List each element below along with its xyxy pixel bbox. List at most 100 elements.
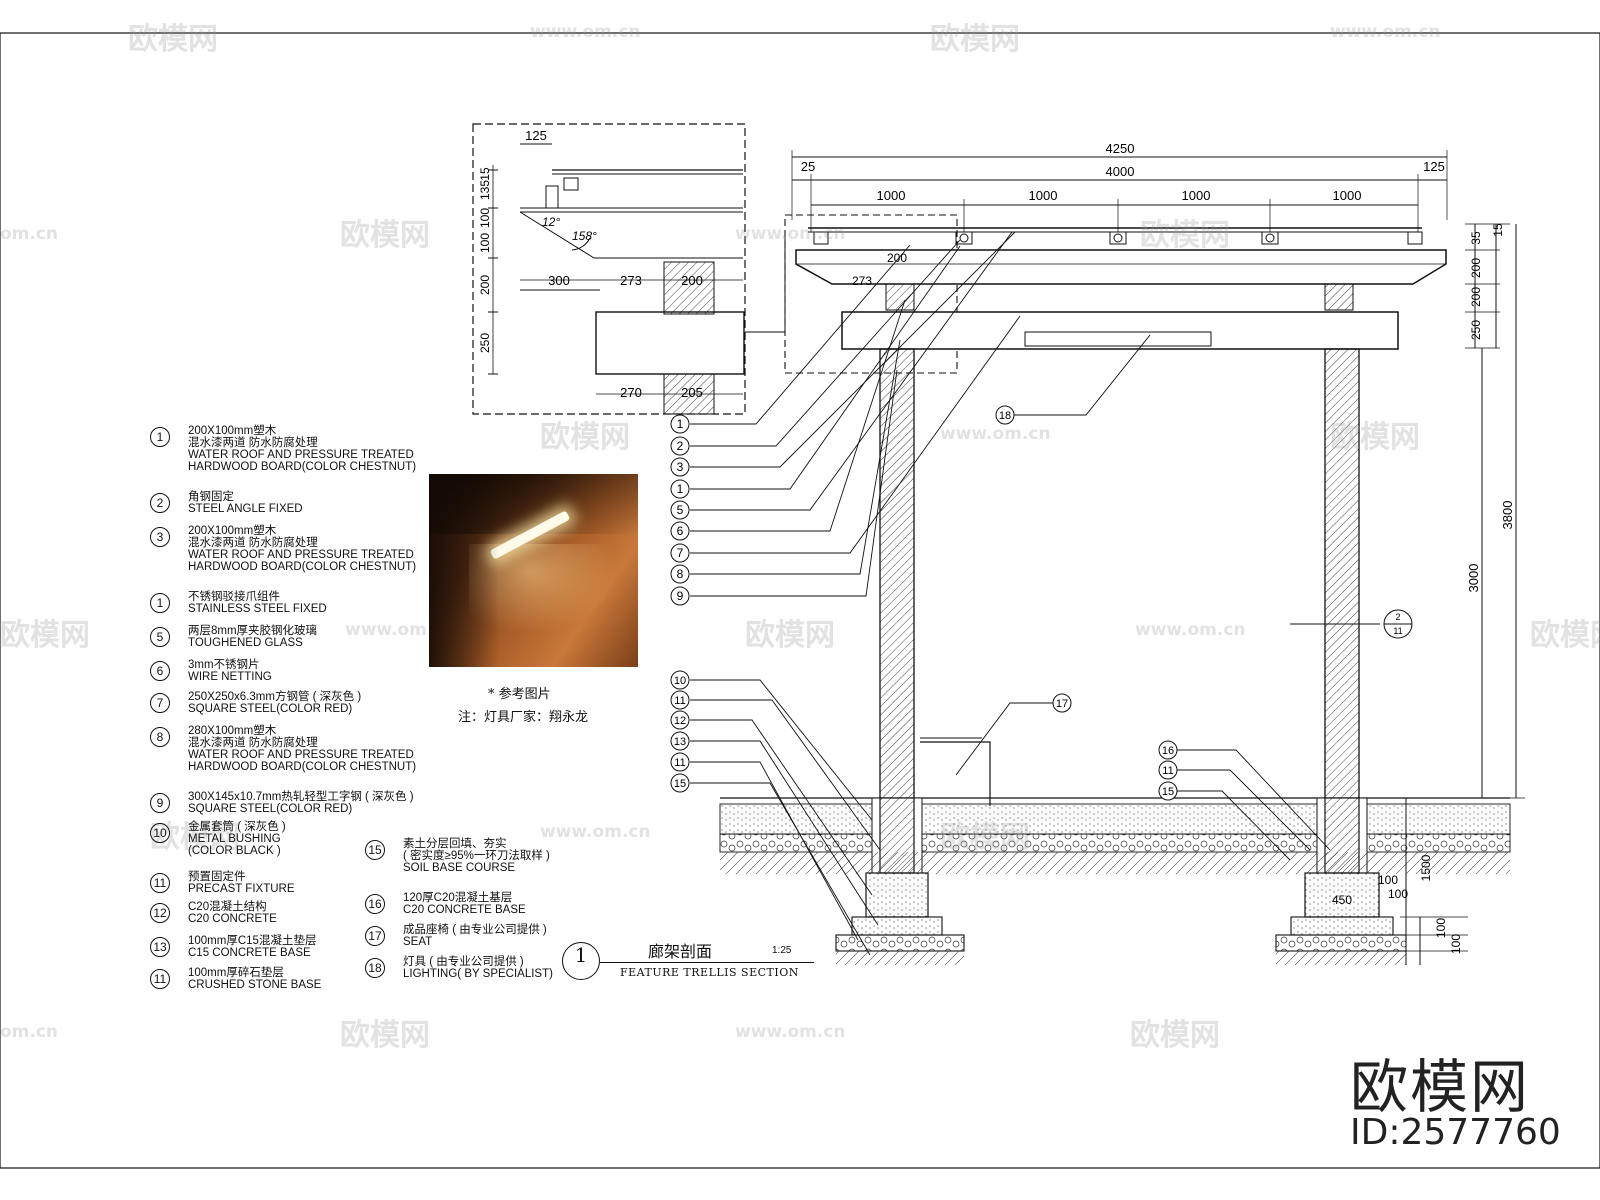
watermark-url: www.om.cn: [735, 224, 846, 244]
detail-border: [472, 123, 746, 415]
detail-dim-200: 200: [478, 275, 492, 295]
watermark-url: www.om.cn: [735, 1022, 846, 1042]
left-column: [879, 348, 915, 872]
legend-line: 混水漆两道 防水防腐处理: [188, 737, 318, 749]
legend-text: 金属套筒 ( 深灰色 )METAL BUSHING(COLOR BLACK ): [188, 821, 286, 857]
watermark-url: www.om.cn: [530, 22, 641, 42]
callouts-lower: 10 11 12 13 11 15: [670, 670, 690, 793]
watermark: 欧模网: [340, 1018, 430, 1053]
angle-12: 12°: [542, 215, 560, 229]
legend-line: TOUGHENED GLASS: [188, 637, 303, 649]
legend-number: 5: [150, 627, 170, 647]
watermark: 欧模网: [745, 618, 835, 653]
dim-4250: 4250: [1106, 141, 1135, 156]
dim-edge-125: 125: [1423, 159, 1445, 174]
callout-11c: 11: [1162, 765, 1173, 777]
watermark-url: www.om.cn: [345, 620, 456, 640]
main-cross-beam: [841, 311, 1399, 350]
dim-right-200a: 200: [1469, 258, 1483, 278]
legend-line: WATER ROOF AND PRESSURE TREATED: [188, 749, 414, 761]
detail-dim-125: 125: [525, 128, 547, 143]
dim-100-a: 100: [1378, 873, 1398, 887]
legend-line: 280X100mm塑木: [188, 725, 277, 737]
dim-100-b: 100: [1388, 887, 1408, 901]
detail-dim-273: 273: [620, 273, 642, 288]
callouts-left: 1 2 3 1 5 6 7 8 9: [670, 414, 690, 606]
concrete-base-layer: [719, 803, 1511, 835]
dim-right-250: 250: [1469, 320, 1483, 340]
legend-line: 120厚C20混凝土基层: [403, 892, 513, 904]
dim-3000: 3000: [1466, 564, 1481, 593]
callout-16: 16: [1162, 745, 1174, 757]
left-footing: [865, 872, 929, 918]
callout-1b: 1: [677, 482, 684, 496]
legend-line: SOIL BASE COURSE: [403, 862, 516, 874]
detail-dim-200-mid: 200: [681, 273, 703, 288]
watermark: 欧模网: [1140, 218, 1230, 253]
detail-dim-205: 205: [681, 385, 703, 400]
title-cn: 廊架剖面: [648, 942, 713, 961]
legend-line: 250X250x6.3mm方钢管 ( 深灰色 ): [188, 691, 362, 703]
watermark: 欧模网: [128, 22, 218, 57]
legend-line: C20 CONCRETE BASE: [403, 904, 526, 916]
sheet-frame: [0, 32, 1600, 1169]
legend-line: 200X100mm塑木: [188, 425, 277, 437]
legend-line: PRECAST FIXTURE: [188, 883, 295, 895]
callout-1a: 1: [677, 417, 684, 431]
dim-right-200b: 200: [1469, 287, 1483, 307]
dim-bay-4: 1000: [1333, 188, 1362, 203]
dim-bay-3: 1000: [1182, 188, 1211, 203]
legend-line: 金属套筒 ( 深灰色 ): [188, 821, 286, 833]
callout-9: 9: [677, 589, 684, 603]
callout-10: 10: [674, 675, 686, 687]
watermark: 欧模网: [940, 820, 1030, 855]
legend-line: 预置固定件: [188, 871, 246, 883]
legend-number: 18: [365, 958, 385, 978]
watermark: 欧模网: [340, 218, 430, 253]
legend-line: METAL BUSHING: [188, 833, 281, 845]
legend-line: 成品座椅 ( 由专业公司提供 ): [403, 924, 547, 936]
dim-450: 450: [1332, 893, 1352, 907]
detail-beam-section: [663, 261, 715, 315]
legend-line: STEEL ANGLE FIXED: [188, 503, 303, 515]
callout-2: 2: [677, 439, 684, 453]
legend-line: WATER ROOF AND PRESSURE TREATED: [188, 449, 414, 461]
callouts-right: 16 11 15 18 17 2 11: [995, 405, 1413, 801]
light-fixture: [1024, 331, 1212, 347]
legend-number: 11: [150, 969, 170, 989]
dim-200-post: 200: [887, 251, 907, 265]
callout-5: 5: [677, 503, 684, 517]
detail-dim-100b: 100: [478, 233, 492, 253]
section-mark-top: 2: [1395, 612, 1400, 622]
callout-15b: 15: [1162, 786, 1174, 798]
callout-15: 15: [674, 778, 686, 790]
watermark-url: om.cn: [0, 224, 59, 244]
detail-dim-270: 270: [620, 385, 642, 400]
section-mark-bottom: 11: [1393, 626, 1402, 636]
watermark-url: www.om.cn: [940, 424, 1051, 444]
legend-line: SQUARE STEEL(COLOR RED): [188, 803, 353, 815]
brand-logo: 欧模网: [1350, 1053, 1531, 1121]
watermark-url: om.cn: [0, 1022, 59, 1042]
dim-bay-1: 1000: [877, 188, 906, 203]
legend-number: 10: [150, 823, 170, 843]
legend-line: SQUARE STEEL(COLOR RED): [188, 703, 353, 715]
title-en: FEATURE TRELLIS SECTION: [620, 966, 799, 979]
dim-3800: 3800: [1500, 501, 1515, 530]
detail-main-beam: [595, 311, 745, 375]
legend-number: 17: [365, 926, 385, 946]
legend-text: 素土分层回填、夯实( 密实度≥95%一环刀法取样 )SOIL BASE COUR…: [403, 838, 550, 874]
legend-text: 成品座椅 ( 由专业公司提供 )SEAT: [403, 924, 547, 948]
reference-photo: [429, 474, 638, 667]
legend-line: WATER ROOF AND PRESSURE TREATED: [188, 549, 414, 561]
legend-line: HARDWOOD BOARD(COLOR CHESTNUT): [188, 561, 417, 573]
photo-side-shadow: [429, 474, 499, 667]
title-scale: 1:25: [772, 945, 792, 956]
dim-bay-2: 1000: [1029, 188, 1058, 203]
